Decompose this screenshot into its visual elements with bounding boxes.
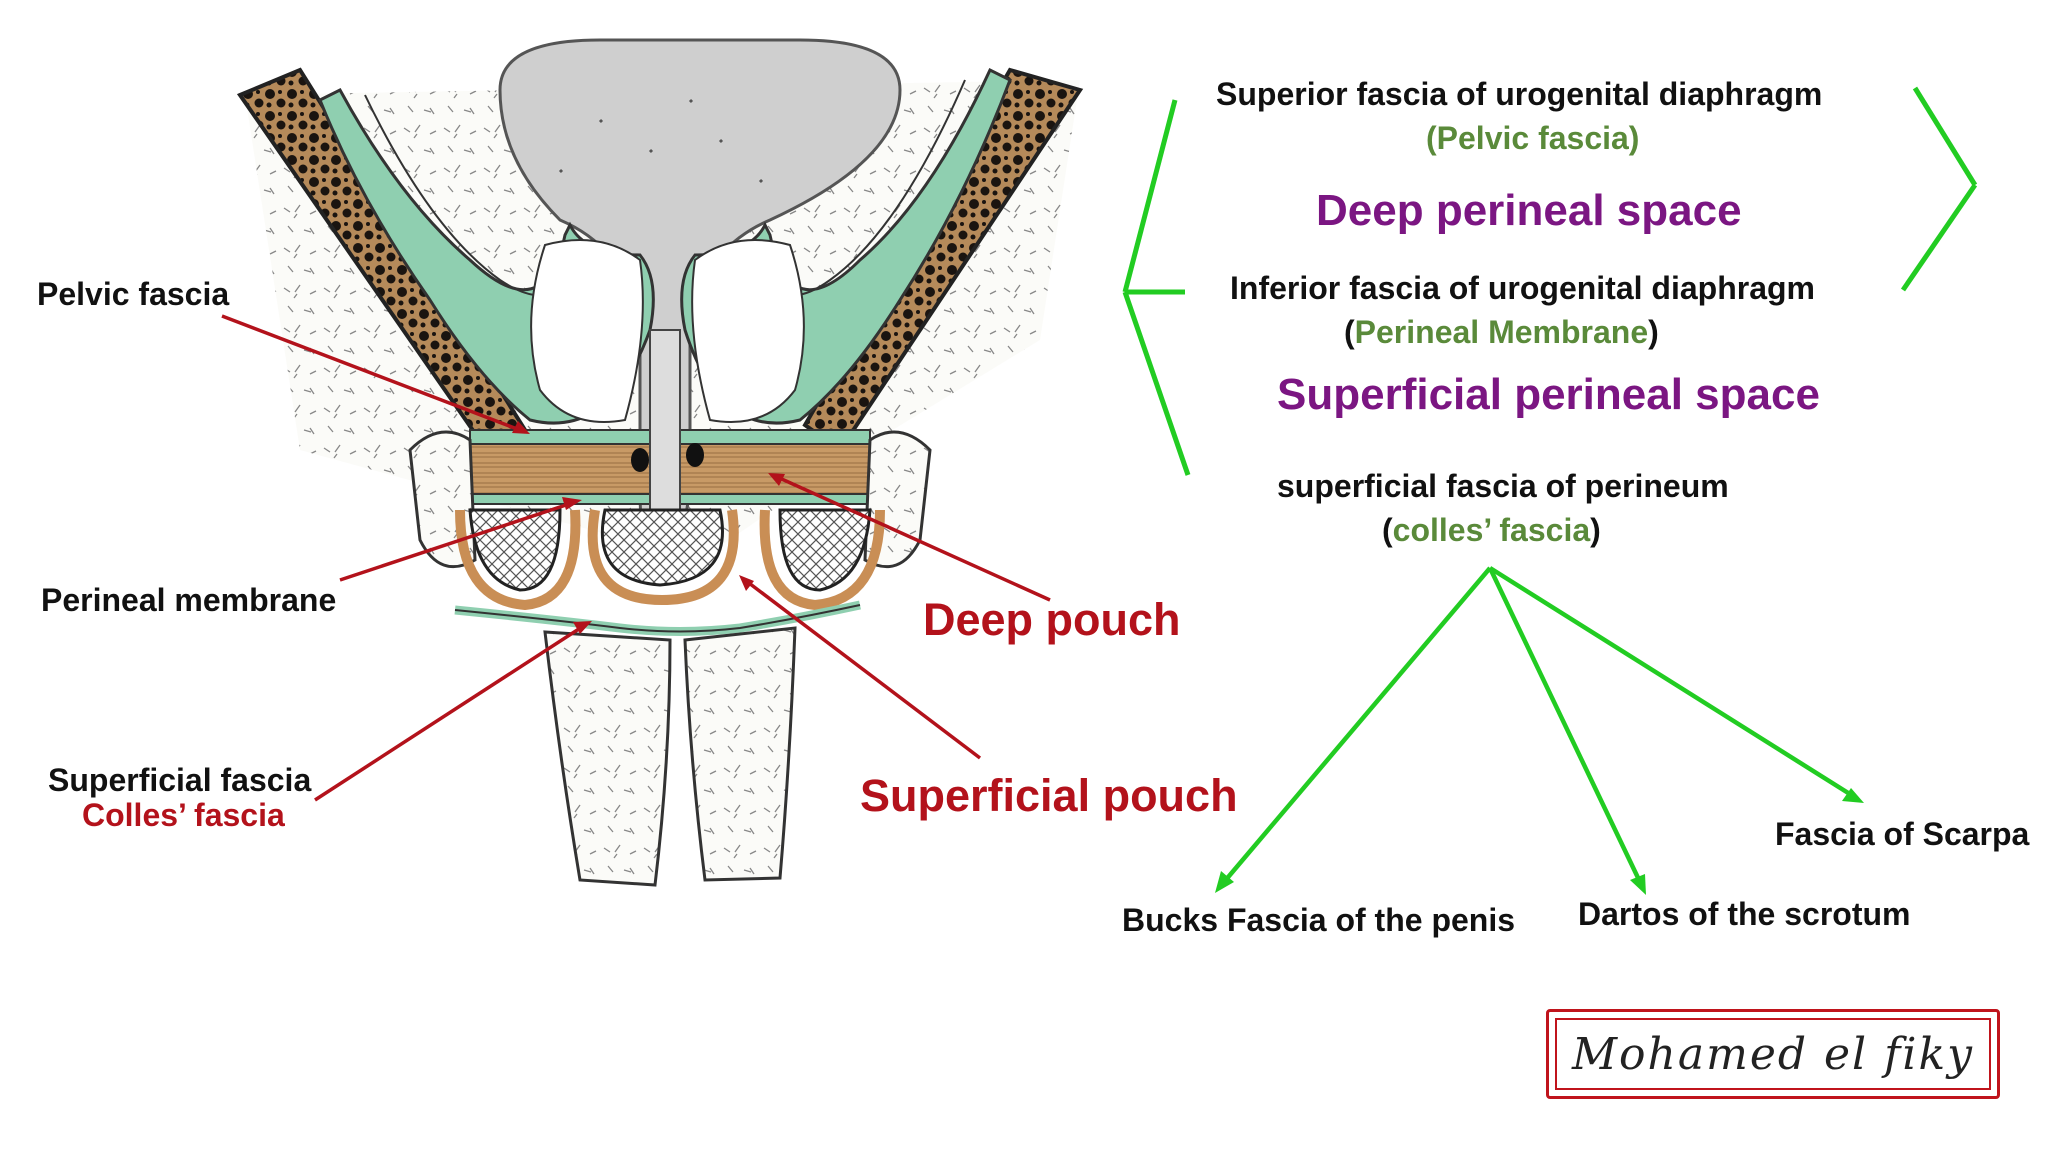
pelvic-fascia-arrow bbox=[221, 314, 530, 434]
colles-fascia-outline bbox=[454, 604, 861, 633]
pelvic-fascia-alt-text: (Pelvic fascia) bbox=[1426, 120, 1640, 156]
bladder-dots bbox=[558, 98, 764, 184]
author-signature: Mohamed el fiky bbox=[1546, 1009, 2000, 1099]
perineal-membrane-arrow bbox=[339, 497, 582, 582]
label-deep-pouch: Deep pouch bbox=[923, 594, 1181, 645]
scarpa-arrow bbox=[1488, 566, 1864, 803]
bulb-outer bbox=[587, 509, 739, 606]
superficial-perineal-space-text: Superficial perineal space bbox=[1277, 370, 1820, 419]
superior-fascia-text: Superior fascia of urogenital diaphragm bbox=[1216, 76, 1823, 112]
colles-paren-close: ) bbox=[1590, 512, 1601, 548]
label-perineal-membrane: Perineal membrane bbox=[41, 582, 337, 618]
urethral-gland-right bbox=[686, 443, 704, 467]
superficial-pouch-arrow bbox=[739, 575, 982, 760]
perineal-membrane-alt: Perineal Membrane bbox=[1354, 314, 1649, 350]
inferior-fascia-text: Inferior fascia of urogenital diaphragm bbox=[1230, 270, 1815, 306]
label-colles-fascia: Colles’ fascia bbox=[82, 797, 285, 833]
urethral-gland-left bbox=[631, 448, 649, 472]
left-green-bracket bbox=[1122, 99, 1191, 476]
paren-open: ( bbox=[1344, 314, 1355, 350]
scarpa-text: Fascia of Scarpa bbox=[1775, 816, 2030, 852]
urethra bbox=[649, 329, 681, 521]
signature-text: Mohamed el fiky bbox=[1571, 1028, 1974, 1080]
left-crus-outer bbox=[455, 509, 581, 611]
scrotal-fat bbox=[543, 630, 672, 887]
right-crus-outer bbox=[759, 509, 885, 611]
colles-alt-text: (colles’ fascia) bbox=[1382, 512, 1601, 549]
deep-pouch-arrow bbox=[768, 473, 1051, 602]
left-pocket bbox=[530, 239, 644, 423]
bulb bbox=[600, 508, 724, 587]
right-crus bbox=[778, 508, 872, 592]
dartos-text: Dartos of the scrotum bbox=[1578, 896, 1911, 932]
colles-paren-open: ( bbox=[1382, 512, 1393, 548]
label-superficial-pouch: Superficial pouch bbox=[860, 770, 1238, 821]
signature-inner-frame: Mohamed el fiky bbox=[1555, 1018, 1991, 1090]
scrotal-fat-right bbox=[683, 626, 797, 882]
label-superficial-fascia: Superficial fascia bbox=[48, 762, 312, 798]
bucks-fascia-text: Bucks Fascia of the penis bbox=[1122, 902, 1516, 938]
superficial-fascia-perineum-text: superficial fascia of perineum bbox=[1277, 468, 1729, 504]
paren-close: ) bbox=[1648, 314, 1659, 350]
colles-fascia-arrow bbox=[314, 621, 592, 802]
deep-perineal-space-text: Deep perineal space bbox=[1316, 186, 1742, 235]
label-pelvic-fascia: Pelvic fascia bbox=[37, 276, 230, 312]
right-pocket bbox=[691, 239, 805, 423]
perineal-membrane-alt-text: (Perineal Membrane) bbox=[1344, 314, 1659, 351]
colles-alt: colles’ fascia bbox=[1392, 512, 1591, 548]
bucks-arrow bbox=[1215, 566, 1492, 893]
right-green-bracket bbox=[1900, 86, 1978, 292]
dartos-arrow bbox=[1487, 567, 1646, 895]
